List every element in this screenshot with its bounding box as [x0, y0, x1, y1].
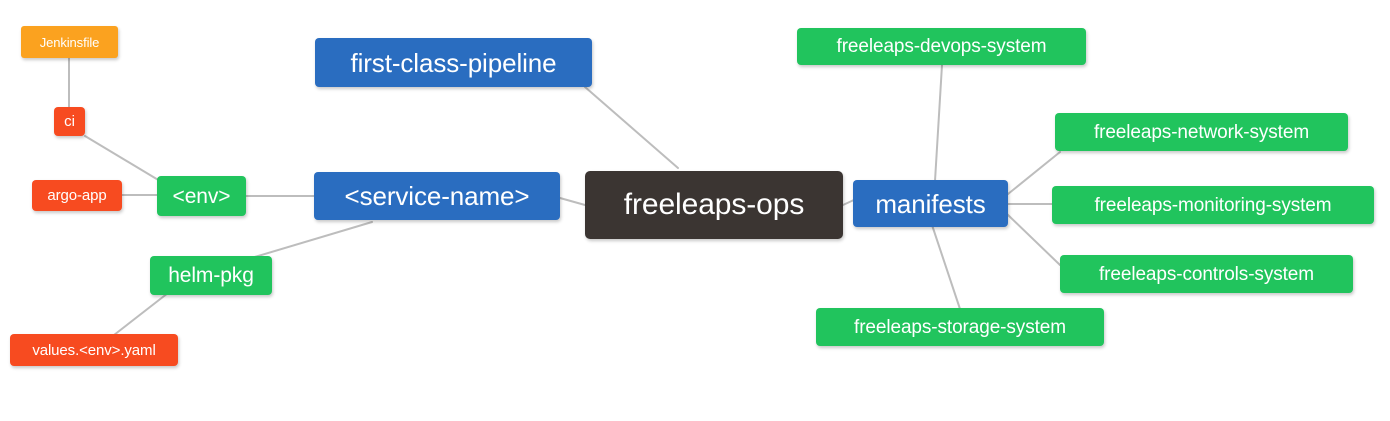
- edge-ops-to-first-class-pipeline: [584, 86, 679, 169]
- node-label: <service-name>: [344, 181, 530, 211]
- node-freeleaps-ops[interactable]: freeleaps-ops: [585, 171, 843, 239]
- node-label: freeleaps-storage-system: [854, 316, 1066, 338]
- edge-helm-pkg-to-values-env-yaml: [113, 292, 169, 336]
- node-freeleaps-network-system[interactable]: freeleaps-network-system: [1055, 113, 1348, 151]
- edge-env-to-ci: [84, 135, 161, 182]
- node-freeleaps-devops-system[interactable]: freeleaps-devops-system: [797, 28, 1086, 65]
- edge-manifests-to-devops-system: [934, 64, 943, 182]
- node-service-name[interactable]: <service-name>: [314, 172, 560, 220]
- node-label: freeleaps-ops: [623, 188, 805, 221]
- node-manifests[interactable]: manifests: [853, 180, 1008, 227]
- node-label: manifests: [875, 188, 986, 219]
- node-jenkinsfile[interactable]: Jenkinsfile: [21, 26, 118, 58]
- edge-manifests-to-storage-system: [931, 224, 961, 310]
- node-first-class-pipeline[interactable]: first-class-pipeline: [315, 38, 592, 87]
- node-freeleaps-controls-system[interactable]: freeleaps-controls-system: [1060, 255, 1353, 293]
- node-label: first-class-pipeline: [350, 47, 557, 78]
- node-env[interactable]: <env>: [157, 176, 246, 216]
- node-argo-app[interactable]: argo-app: [32, 180, 122, 211]
- edge-ops-to-service-name: [559, 197, 586, 206]
- node-freeleaps-monitoring-system[interactable]: freeleaps-monitoring-system: [1052, 186, 1374, 224]
- node-label: freeleaps-devops-system: [836, 36, 1047, 57]
- node-label: argo-app: [47, 187, 107, 204]
- node-label: freeleaps-monitoring-system: [1094, 194, 1332, 216]
- node-label: helm-pkg: [168, 264, 254, 287]
- node-label: freeleaps-controls-system: [1098, 263, 1315, 285]
- node-label: values.<env>.yaml: [32, 341, 156, 359]
- node-label: Jenkinsfile: [39, 34, 100, 50]
- node-label: ci: [64, 113, 75, 130]
- node-label: <env>: [172, 184, 231, 208]
- node-freeleaps-storage-system[interactable]: freeleaps-storage-system: [816, 308, 1104, 346]
- node-values-env-yaml[interactable]: values.<env>.yaml: [10, 334, 178, 366]
- node-label: freeleaps-network-system: [1093, 121, 1310, 143]
- node-helm-pkg[interactable]: helm-pkg: [150, 256, 272, 295]
- node-ci[interactable]: ci: [54, 107, 85, 136]
